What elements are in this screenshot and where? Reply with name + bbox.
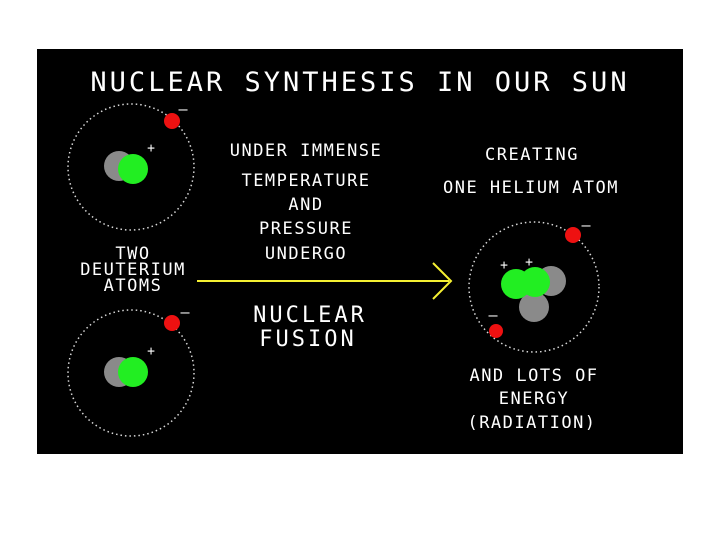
label-pressure: PRESSURE bbox=[259, 219, 353, 239]
label-under-immense: UNDER IMMENSE bbox=[229, 141, 383, 161]
helium-atom: + + – – bbox=[468, 216, 600, 353]
minus-sign: – bbox=[178, 100, 188, 118]
label-and-lots-of: AND LOTS OF bbox=[469, 366, 599, 386]
deuterium-atom-top: + – bbox=[67, 100, 195, 231]
deuterium-atom-bottom: + – bbox=[67, 303, 195, 437]
electron bbox=[164, 315, 180, 331]
proton bbox=[520, 267, 550, 297]
fusion-arrow bbox=[197, 262, 453, 300]
minus-sign: – bbox=[581, 216, 591, 234]
label-one-helium-atom: ONE HELIUM ATOM bbox=[442, 178, 620, 198]
label-radiation: (RADIATION) bbox=[467, 413, 597, 433]
electron bbox=[164, 113, 180, 129]
label-two: TWO bbox=[115, 244, 151, 264]
label-undergo: UNDERGO bbox=[264, 244, 348, 264]
proton bbox=[118, 154, 148, 184]
label-nuclear: NUCLEAR bbox=[253, 303, 367, 328]
electron-orbit bbox=[468, 221, 600, 353]
label-and: AND bbox=[288, 195, 324, 215]
arrow-head bbox=[432, 262, 453, 300]
label-energy: ENERGY bbox=[498, 389, 570, 409]
label-fusion: FUSION bbox=[259, 327, 357, 352]
diagram-title: NUCLEAR SYNTHESIS IN OUR SUN bbox=[90, 67, 630, 98]
proton bbox=[118, 357, 148, 387]
diagram-panel: + – + – + + – – bbox=[37, 49, 683, 454]
label-atoms: ATOMS bbox=[103, 276, 163, 296]
plus-sign: + bbox=[147, 141, 155, 156]
label-creating: CREATING bbox=[485, 145, 579, 165]
plus-sign: + bbox=[525, 255, 533, 270]
neutron bbox=[519, 292, 549, 322]
minus-sign: – bbox=[180, 303, 190, 321]
fusion-diagram: + – + – + + – – bbox=[67, 100, 600, 437]
minus-sign: – bbox=[488, 306, 498, 324]
electron bbox=[489, 324, 503, 338]
electron-orbit bbox=[67, 103, 195, 231]
electron-orbit bbox=[67, 309, 195, 437]
plus-sign: + bbox=[147, 344, 155, 359]
label-temperature: TEMPERATURE bbox=[241, 171, 371, 191]
plus-sign: + bbox=[500, 258, 508, 273]
electron bbox=[565, 227, 581, 243]
label-deuterium: DEUTERIUM bbox=[80, 260, 186, 280]
